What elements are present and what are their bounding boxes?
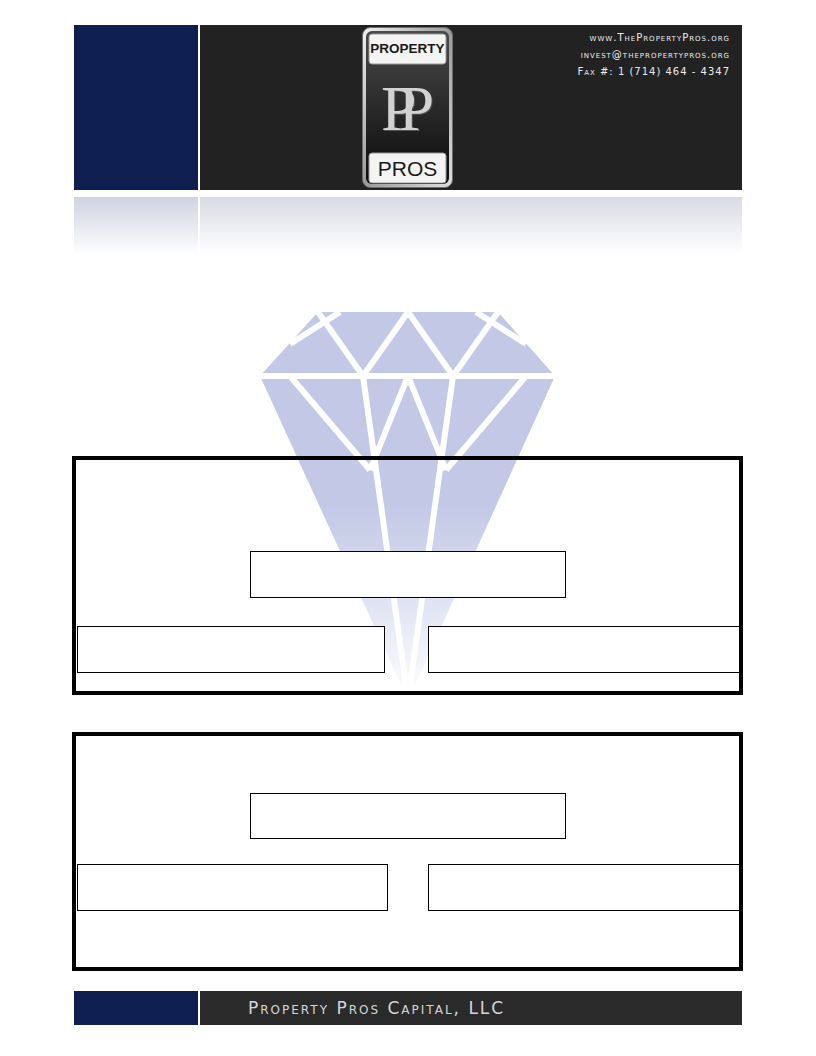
- header-band: PROPERTY PP PROS www.ThePropertyPros.orginv…: [200, 25, 742, 190]
- label-text: PP: [381, 77, 434, 141]
- logo-slot: PROPERTY: [369, 34, 446, 64]
- form-box: [74, 458, 741, 693]
- header-reflection: [74, 197, 198, 255]
- logo-slot: PP: [369, 67, 446, 151]
- header-reflection: [200, 197, 742, 255]
- footer-blue-block: [74, 991, 198, 1025]
- label-text: PROPERTY: [370, 42, 444, 56]
- label-text: Property Pros Capital, LLC: [248, 998, 505, 1018]
- label-text: www.ThePropertyPros.org: [577, 29, 730, 46]
- logo-badge: PROPERTY PP PROS: [362, 27, 453, 188]
- header-dark-band: [200, 25, 742, 190]
- form-box: [74, 734, 741, 969]
- logo-slot: PROS: [369, 153, 446, 183]
- contact-block: www.ThePropertyPros.orginvest@thepropert…: [577, 29, 730, 80]
- label-text: invest@thepropertypros.org: [577, 46, 730, 63]
- footer-band: Property Pros Capital, LLC: [200, 991, 742, 1025]
- footer-row: Property Pros Capital, LLC: [248, 991, 505, 1025]
- label-text: PROS: [378, 158, 438, 179]
- header-blue-block: [74, 25, 198, 190]
- label-text: Fax #: 1 (714) 464 - 4347: [577, 63, 730, 80]
